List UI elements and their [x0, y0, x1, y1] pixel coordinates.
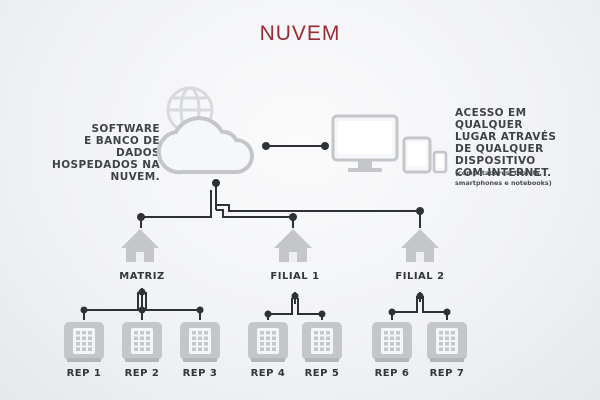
device-list-line: smartphones e notebooks) — [455, 179, 552, 187]
access-description: ACESSO EM QUALQUER LUGAR ATRAVÉS DE QUAL… — [455, 107, 595, 179]
rep-label-1: REP 1 — [66, 368, 102, 379]
rep-device-icon — [180, 322, 220, 362]
rep-connector-dots — [80, 288, 451, 318]
house-icon-filial-2 — [401, 229, 439, 262]
access-description-line: LUGAR ATRAVÉS — [455, 131, 557, 143]
cloud-description-line: NUVEM. — [110, 171, 160, 183]
monitor-icon — [331, 114, 399, 172]
rep-device-icon — [122, 322, 162, 362]
branch-label-matriz: MATRIZ — [119, 271, 165, 282]
rep-label-5: REP 5 — [304, 368, 340, 379]
page-title: NUVEM — [259, 22, 341, 45]
rep-device-icon — [64, 322, 104, 362]
rep-label-2: REP 2 — [124, 368, 160, 379]
access-description-line: ACESSO EM QUALQUER — [455, 107, 527, 131]
house-icon-filial-1 — [274, 229, 312, 262]
rep-device-icon — [372, 322, 412, 362]
rep-label-3: REP 3 — [182, 368, 218, 379]
rep-device-icon — [302, 322, 342, 362]
rep-devices — [64, 322, 467, 362]
connector-dots — [137, 179, 424, 221]
rep-label-4: REP 4 — [250, 368, 286, 379]
house-icon-matriz — [121, 229, 159, 262]
tablet-icon — [402, 136, 432, 174]
rep-label-7: REP 7 — [429, 368, 465, 379]
device-list-line: (computadores, tablets, — [455, 169, 542, 177]
cloud-description-line: HOSPEDADOS NA — [52, 159, 160, 171]
access-description-line: COM INTERNET. — [455, 167, 552, 179]
smartphone-icon — [432, 150, 448, 174]
cloud-description-line: E BANCO DE DADOS — [84, 135, 160, 159]
cloud-description: SOFTWARE E BANCO DE DADOS HOSPEDADOS NA … — [40, 123, 160, 183]
device-list-note: (computadores, tablets, smartphones e no… — [455, 168, 595, 188]
cloud-icon — [156, 116, 254, 175]
branch-label-filial-1: FILIAL 1 — [270, 271, 320, 282]
branch-label-filial-2: FILIAL 2 — [395, 271, 445, 282]
cloud-device-connector — [262, 142, 329, 150]
rep-device-icon — [248, 322, 288, 362]
cloud-description-line: SOFTWARE — [91, 123, 160, 135]
rep-device-icon — [427, 322, 467, 362]
access-description-line: DE QUALQUER — [455, 143, 544, 155]
access-description-line: DISPOSITIVO — [455, 155, 536, 167]
cloud-branch-connector — [140, 183, 421, 228]
rep-label-6: REP 6 — [374, 368, 410, 379]
